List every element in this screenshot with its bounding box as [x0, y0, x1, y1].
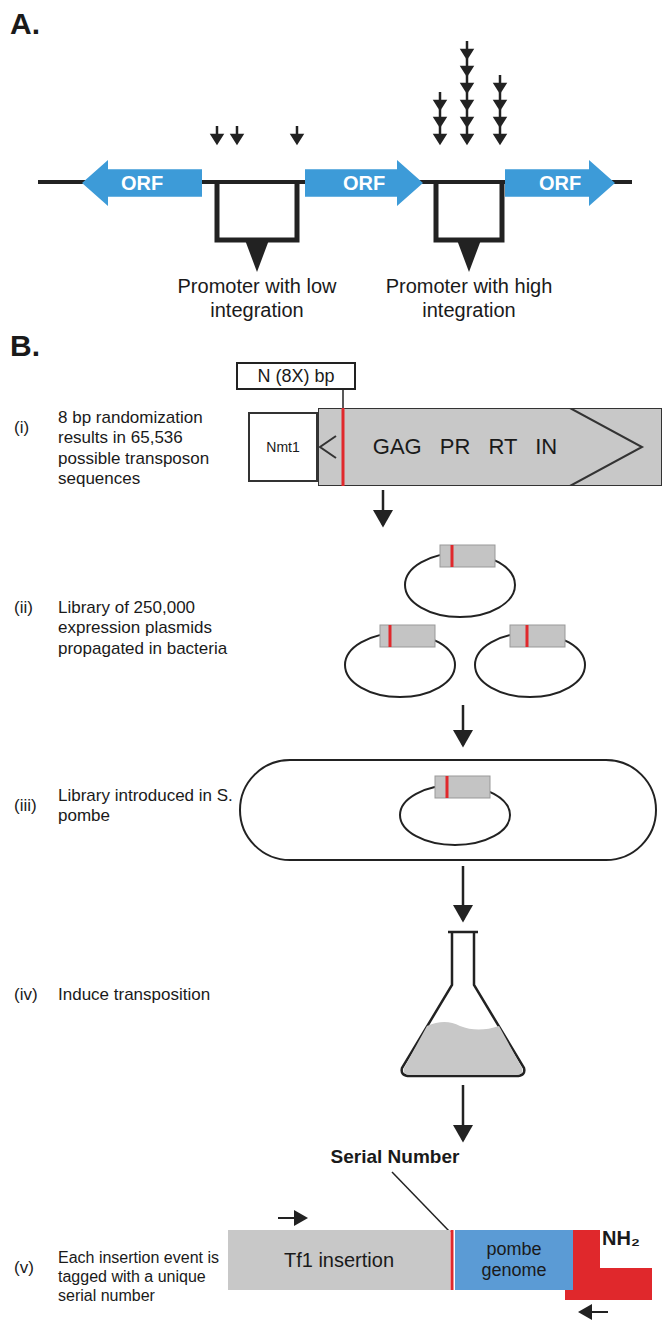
node-text: ORF [121, 172, 163, 195]
step-number: (iv) [14, 985, 54, 1005]
panel-letter: A. [10, 6, 70, 42]
step-number: (iii) [14, 796, 54, 816]
node-text: Nmt1 [266, 439, 299, 455]
node-text: pombe genome [455, 1239, 573, 1281]
step-text: Each insertion event is tagged with a un… [58, 1248, 226, 1306]
step-number: (ii) [14, 598, 54, 618]
box: N (8X) bp [236, 362, 356, 390]
promoter-label: Promoter with low integration [172, 274, 342, 322]
orf-arrow: ORF [305, 160, 423, 206]
step-text: 8 bp randomization results in 65,536 pos… [58, 408, 236, 490]
node-text: GAG PR RT IN [373, 434, 557, 460]
panel-letter: B. [10, 328, 70, 364]
node-text: ORF [343, 172, 385, 195]
step-number: (i) [14, 418, 54, 438]
node-text: N (8X) bp [257, 366, 334, 387]
node-text: ORF [539, 172, 581, 195]
orf-arrow: ORF [505, 160, 615, 206]
box: Tf1 insertion [228, 1230, 450, 1290]
step-text: Induce transposition [58, 985, 238, 1005]
transposon-box: GAG PR RT IN [318, 408, 662, 486]
step-text: Library introduced in S. pombe [58, 786, 234, 827]
serial-label: Serial Number [300, 1146, 490, 1169]
step-text: Library of 250,000 expression plasmids p… [58, 598, 244, 659]
promoter-label: Promoter with high integration [384, 274, 554, 322]
step-number: (v) [14, 1258, 54, 1278]
node-text: Tf1 insertion [284, 1249, 394, 1272]
orf-arrow: ORF [82, 160, 202, 206]
chem-label: NH₂ [602, 1226, 658, 1250]
box: Nmt1 [248, 412, 318, 482]
box: pombe genome [455, 1230, 573, 1290]
